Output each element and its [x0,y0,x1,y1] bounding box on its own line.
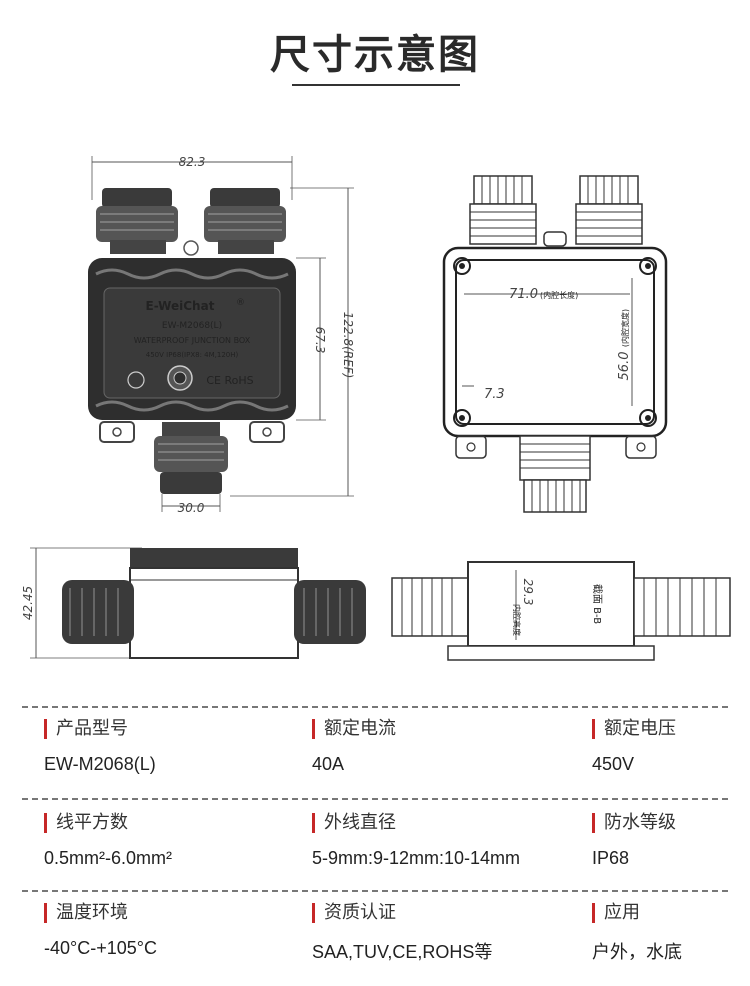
back-view-drawing: 71.0 (内腔长度) 56.0 (内腔宽度) 7.3 [430,170,680,520]
brand-label: E-WeiChat [146,299,215,313]
spec-separator-2 [22,798,728,800]
dim-inner-height-label: 29.3 [521,579,535,606]
spec-value: 0.5mm²-6.0mm² [44,848,173,868]
side-view-drawing: 42.45 [22,540,382,670]
rating-line-label: 450V IP68(IPX8: 4M,120H) [146,351,239,359]
top-left-gland [96,188,178,254]
spec-cell-temperature: 温度环境 -40°C-+105°C [44,902,157,959]
section-label: 截面 B-B [591,584,604,624]
spec-separator-3 [22,890,728,892]
product-name-label: WATERPROOF JUNCTION BOX [134,336,251,345]
spec-cell-cable-diameter: 外线直径 5-9mm:9-12mm:10-14mm [312,812,520,869]
dim-side-height-label: 42.45 [22,586,35,620]
spec-label: 线平方数 [44,812,172,834]
dim-inner-length-label: 71.0 [509,287,538,302]
spec-cell-ip-rating: 防水等级 IP68 [592,812,676,869]
spec-value: 5-9mm:9-12mm:10-14mm [312,848,521,868]
dim-total-height-label: 122.8(REF) [341,312,355,379]
spec-label: 产品型号 [44,718,156,740]
spec-value: -40°C-+105°C [44,938,157,958]
spec-label: 应用 [592,902,682,924]
dim-inner-length-note: (内腔长度) [540,290,578,300]
back-bottom-gland [519,435,591,513]
spec-cell-current: 额定电流 40A [312,718,396,775]
spec-value: 40A [312,754,345,774]
model-label: EW-M2068(L) [162,321,222,331]
dim-inner-width-label: 56.0 [617,352,632,381]
spec-cell-voltage: 额定电压 450V [592,718,676,775]
spec-value: IP68 [592,848,630,868]
back-top-right-gland [575,175,643,245]
spec-label: 额定电压 [592,718,676,740]
page-title: 尺寸示意图 [270,32,480,78]
spec-cell-application: 应用 户外，水底 [592,902,682,964]
back-top-left-gland [469,175,537,245]
spec-value: SAA,TUV,CE,ROHS等 [312,942,493,962]
cert-marks-label: CE RoHS [206,374,253,387]
spec-value: EW-M2068(L) [44,754,156,774]
spec-label: 外线直径 [312,812,520,834]
dim-inner-height-note: 内腔高度 [512,604,522,636]
spec-label: 资质认证 [312,902,492,924]
dim-body-height-label: 67.3 [313,327,327,354]
dim-width-label: 82.3 [179,155,206,169]
spec-value: 户外，水底 [592,942,682,962]
section-view-drawing: 29.3 内腔高度 截面 B-B [388,540,740,670]
brand-mark: ® [236,298,245,308]
spec-separator-1 [22,706,728,708]
spec-label: 防水等级 [592,812,676,834]
dim-depth-label: 7.3 [484,387,505,402]
spec-value: 450V [592,754,635,774]
spec-cell-certification: 资质认证 SAA,TUV,CE,ROHS等 [312,902,492,964]
dim-inner-width-note: (内腔宽度) [620,309,630,347]
spec-cell-model: 产品型号 EW-M2068(L) [44,718,156,775]
spec-label: 额定电流 [312,718,396,740]
title-underline [292,84,460,86]
spec-label: 温度环境 [44,902,157,924]
top-right-gland [204,188,286,254]
front-view-drawing: 82.3 E-WeiChat ® EW-M2068(L) WATERPROOF … [30,140,390,520]
spec-cell-wire-size: 线平方数 0.5mm²-6.0mm² [44,812,172,869]
dim-gland-width-label: 30.0 [178,501,205,515]
bottom-gland [154,422,228,494]
